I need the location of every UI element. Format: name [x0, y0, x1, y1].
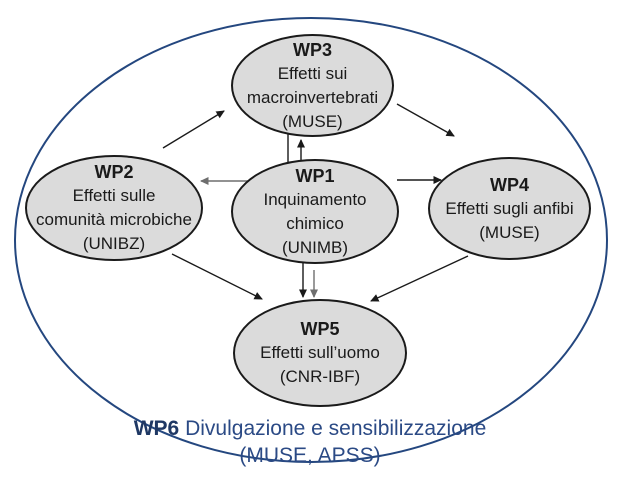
node-wp1-line: Inquinamento — [263, 189, 367, 209]
arrow-wp4-to-wp5 — [370, 255, 469, 302]
node-wp3: WP3 Effetti sui macroinvertebrati (MUSE) — [231, 34, 394, 137]
node-wp4: WP4 Effetti sugli anfibi (MUSE) — [428, 157, 591, 260]
node-wp3-line: (MUSE) — [282, 111, 343, 131]
footer-wp6-line1: WP6 Divulgazione e sensibilizzazione — [0, 415, 620, 442]
node-wp5-line: Effetti sull’uomo — [260, 343, 380, 362]
node-wp2-line: (UNIBZ) — [82, 234, 146, 253]
node-wp2-line: comunità microbiche — [36, 210, 192, 229]
arrow-wp2-to-wp5 — [171, 253, 263, 300]
node-wp2: WP2 Effetti sulle comunità microbiche (U… — [25, 155, 203, 261]
arrow-wp2-to-wp3 — [162, 110, 225, 149]
node-wp5-title: WP5 — [300, 319, 340, 339]
node-wp5: WP5 Effetti sull’uomo (CNR-IBF) — [233, 299, 407, 407]
arrow-wp3-to-wp4 — [396, 103, 455, 137]
node-wp1-line: (UNIMB) — [281, 237, 349, 257]
footer-wp6-text: Divulgazione e sensibilizzazione — [179, 417, 487, 440]
node-wp5-line: (CNR-IBF) — [279, 367, 361, 386]
footer-wp6-line2: (MUSE, APSS) — [239, 444, 381, 467]
node-wp4-line: Effetti sugli anfibi — [445, 198, 574, 218]
footer-wp6-label: WP6 — [133, 417, 180, 440]
node-wp3-line: macroinvertebrati — [246, 87, 379, 107]
footer-wp6: WP6 Divulgazione e sensibilizzazione (MU… — [0, 415, 620, 469]
node-wp1-line: chimico — [286, 213, 344, 233]
node-wp1: WP1 Inquinamento chimico (UNIMB) — [231, 159, 399, 264]
node-wp4-title: WP4 — [489, 174, 529, 195]
node-wp3-line: Effetti sui — [277, 63, 348, 83]
node-wp4-line: (MUSE) — [479, 222, 540, 242]
outer-ellipse-wp6 — [14, 17, 608, 463]
node-wp2-title: WP2 — [94, 162, 134, 182]
node-wp2-line: Effetti sulle — [72, 186, 156, 205]
node-wp1-title: WP1 — [295, 165, 335, 186]
node-wp3-title: WP3 — [292, 39, 332, 60]
